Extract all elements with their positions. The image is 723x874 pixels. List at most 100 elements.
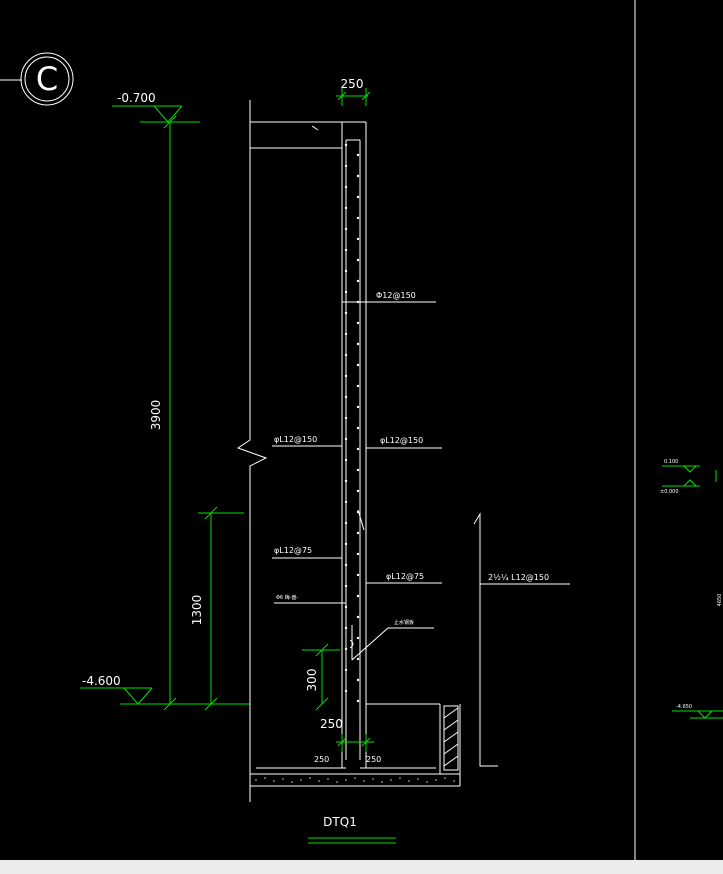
rebar-dot bbox=[344, 584, 348, 588]
speckle-dot bbox=[264, 777, 266, 779]
speckle-dot bbox=[354, 777, 356, 779]
waterstop-label: 止水钢板 bbox=[394, 619, 414, 626]
rebar-dot bbox=[356, 615, 360, 619]
rebar-dot bbox=[356, 531, 360, 535]
speckle-dot bbox=[390, 779, 392, 781]
dimension-kicker: 300 bbox=[302, 643, 340, 711]
protection-brick bbox=[443, 705, 459, 771]
dim-250-left: 250 bbox=[314, 755, 329, 764]
speckle-dot bbox=[444, 777, 446, 779]
rebar-dot bbox=[356, 657, 360, 661]
rebar-dot bbox=[344, 437, 348, 441]
right-level-top: 0.100 bbox=[664, 459, 678, 465]
speckle-dot bbox=[345, 779, 347, 781]
leader-inner-upper: φL12@150 φL12@150 bbox=[272, 435, 442, 449]
rebar-dot bbox=[356, 174, 360, 178]
speckle-dot bbox=[336, 781, 338, 783]
side-note-label: 2½¼ L12@150 bbox=[488, 573, 549, 582]
dim-250-base: 250 bbox=[320, 717, 343, 731]
speckle-dot bbox=[435, 779, 437, 781]
rebar-dot bbox=[344, 374, 348, 378]
rebar-inner-right-upper-label: φL12@150 bbox=[380, 436, 423, 445]
rebar-dot bbox=[356, 573, 360, 577]
rebar-dot bbox=[356, 468, 360, 472]
right-level-low: -4.650 bbox=[676, 704, 692, 710]
rebar-dot bbox=[344, 395, 348, 399]
rebar-dot bbox=[344, 206, 348, 210]
drawing-title: DTQ1 bbox=[323, 815, 357, 829]
speckle-dot bbox=[426, 781, 428, 783]
speckle-dot bbox=[381, 781, 383, 783]
dimension-total-height: 3900 bbox=[149, 115, 177, 711]
axis-label: C bbox=[36, 60, 58, 98]
leader-side-note: 2½¼ L12@150 bbox=[473, 512, 570, 767]
break-line bbox=[236, 100, 268, 802]
axis-bubble: C bbox=[0, 52, 74, 106]
rebar-dot bbox=[356, 363, 360, 367]
rebar-dot bbox=[356, 321, 360, 325]
speckle-dot bbox=[318, 780, 320, 782]
rebar-inner-right-lower-label: φL12@75 bbox=[386, 572, 424, 581]
rebar-dot bbox=[356, 216, 360, 220]
dimension-base: 250 250 250 bbox=[314, 717, 381, 764]
rebar-dot bbox=[356, 384, 360, 388]
rebar-outer-vertical-label: Φ12@150 bbox=[376, 291, 416, 300]
rebar-dot bbox=[344, 290, 348, 294]
rebar-dot bbox=[344, 164, 348, 168]
rebar-dot bbox=[344, 269, 348, 273]
rebar-dot bbox=[344, 458, 348, 462]
rebar-dot bbox=[356, 258, 360, 262]
rebar-dot bbox=[344, 689, 348, 693]
rebar-dot bbox=[344, 311, 348, 315]
dim-3900: 3900 bbox=[149, 400, 163, 431]
leader-inner-lower: φL12@75 φL12@75 bbox=[272, 509, 442, 584]
right-panel-drawing: 0.100 ±0.000 4650 -4.650 bbox=[660, 459, 723, 719]
wall-section bbox=[250, 121, 461, 787]
dim-250-top: 250 bbox=[341, 77, 364, 91]
rebar-dot bbox=[344, 416, 348, 420]
dim-1300: 1300 bbox=[190, 595, 204, 626]
speckle-dot bbox=[255, 779, 257, 781]
drawing-title-block: DTQ1 bbox=[308, 815, 396, 844]
rebar-dot bbox=[344, 500, 348, 504]
rebar-dot bbox=[356, 195, 360, 199]
leader-waterstop: 止水钢板 bbox=[349, 619, 434, 661]
level-marker-bottom: -4.600 bbox=[80, 674, 250, 705]
speckle-dot bbox=[282, 778, 284, 780]
rebar-dot bbox=[356, 153, 360, 157]
rebar-dot bbox=[344, 248, 348, 252]
speckle-dot bbox=[372, 778, 374, 780]
speckle-dot bbox=[300, 779, 302, 781]
level-marker-top: -0.700 bbox=[112, 91, 200, 123]
speckle-dot bbox=[327, 778, 329, 780]
rebar-dot bbox=[356, 489, 360, 493]
rebar-dot bbox=[344, 185, 348, 189]
rebar-dots bbox=[344, 143, 360, 703]
rebar-dot bbox=[356, 699, 360, 703]
rebar-dot bbox=[344, 479, 348, 483]
speckle-dot bbox=[408, 780, 410, 782]
rebar-dot bbox=[344, 521, 348, 525]
lean-concrete-layer bbox=[255, 777, 455, 783]
rebar-dot bbox=[356, 678, 360, 682]
level-top-text: -0.700 bbox=[117, 91, 156, 105]
dim-250-right: 250 bbox=[366, 755, 381, 764]
rebar-cage bbox=[256, 139, 436, 769]
dimension-lower-height: 1300 bbox=[190, 506, 244, 711]
rebar-dot bbox=[344, 563, 348, 567]
rebar-inner-left-lower-label: φL12@75 bbox=[274, 546, 312, 555]
rebar-dot bbox=[344, 143, 348, 147]
rebar-dot bbox=[344, 227, 348, 231]
rebar-dot bbox=[356, 342, 360, 346]
speckle-dot bbox=[309, 777, 311, 779]
leader-tie: Φ6 梅-盘- bbox=[274, 594, 346, 604]
rebar-dot bbox=[344, 647, 348, 651]
rebar-dot bbox=[344, 353, 348, 357]
rebar-dot bbox=[344, 605, 348, 609]
speckle-dot bbox=[399, 777, 401, 779]
level-bottom-text: -4.600 bbox=[82, 674, 121, 688]
speckle-dot bbox=[363, 780, 365, 782]
rebar-dot bbox=[356, 405, 360, 409]
right-level-zero: ±0.000 bbox=[660, 489, 679, 495]
